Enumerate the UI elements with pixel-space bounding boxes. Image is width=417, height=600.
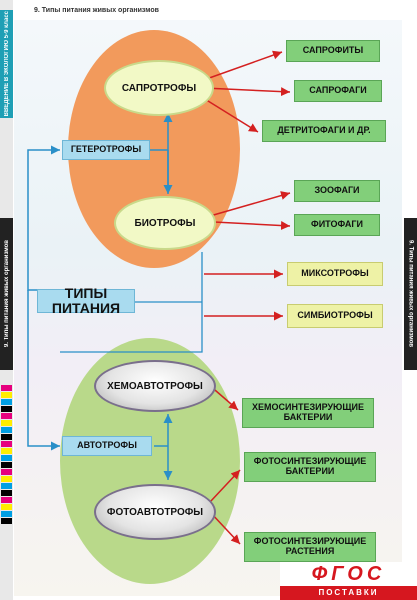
saprotrophs-label: САПРОТРОФЫ: [121, 82, 197, 94]
topic-tab-left: 9. Типы питания живых организмов: [0, 218, 13, 370]
phytophages-box: ФИТОФАГИ: [294, 214, 380, 236]
fgos-logo: ФГОС ПОСТАВКИ: [280, 562, 417, 600]
logo-main-text: ФГОС: [311, 563, 386, 585]
autotrophs-node: АВТОТРОФЫ: [62, 436, 152, 456]
photoautotrophs-label: ФОТОАВТОТРОФЫ: [106, 506, 204, 518]
detritophages-box: ДЕТРИТОФАГИ И ДР.: [262, 120, 386, 142]
topic-tab-right: 9. Типы питания живых организмов: [404, 218, 417, 370]
mixotrophs-box: МИКСОТРОФЫ: [287, 262, 383, 286]
zoophages-box: ЗООФАГИ: [294, 180, 380, 202]
color-calibration-strip: [1, 385, 12, 595]
nutrition-types-root: ТИПЫ ПИТАНИЯ: [37, 285, 135, 316]
photosynthetic-bacteria-box: ФОТОСИНТЕЗИРУЮЩИЕ БАКТЕРИИ: [244, 452, 376, 482]
photosynthetic-plants-box: ФОТОСИНТЕЗИРУЮЩИЕ РАСТЕНИЯ: [244, 532, 376, 562]
heterotrophs-node: ГЕТЕРОТРОФЫ: [62, 140, 150, 160]
photoautotrophs-node: ФОТОАВТОТРОФЫ: [94, 484, 216, 540]
biotrophs-label: БИОТРОФЫ: [134, 217, 196, 229]
chemoautotrophs-label: ХЕМОАВТОТРОФЫ: [107, 380, 203, 392]
saprophages-box: САПРОФАГИ: [294, 80, 382, 102]
course-tab: ВВЕДЕНИЕ В ЭКОЛОГИЮ 5-9 класс: [0, 10, 13, 118]
topic-tab-right-label: 9. Типы питания живых организмов: [407, 240, 414, 348]
chemosynthetic-bacteria-box: ХЕМОСИНТЕЗИРУЮЩИЕ БАКТЕРИИ: [242, 398, 374, 428]
page-title: 9. Типы питания живых организмов: [34, 7, 159, 14]
saprophytes-box: САПРОФИТЫ: [286, 40, 380, 62]
symbiotrophs-box: СИМБИОТРОФЫ: [287, 304, 383, 328]
logo-sub-text: ПОСТАВКИ: [280, 586, 417, 600]
biotrophs-node: БИОТРОФЫ: [114, 196, 216, 250]
chemoautotrophs-node: ХЕМОАВТОТРОФЫ: [94, 360, 216, 412]
saprotrophs-node: САПРОТРОФЫ: [104, 60, 214, 116]
